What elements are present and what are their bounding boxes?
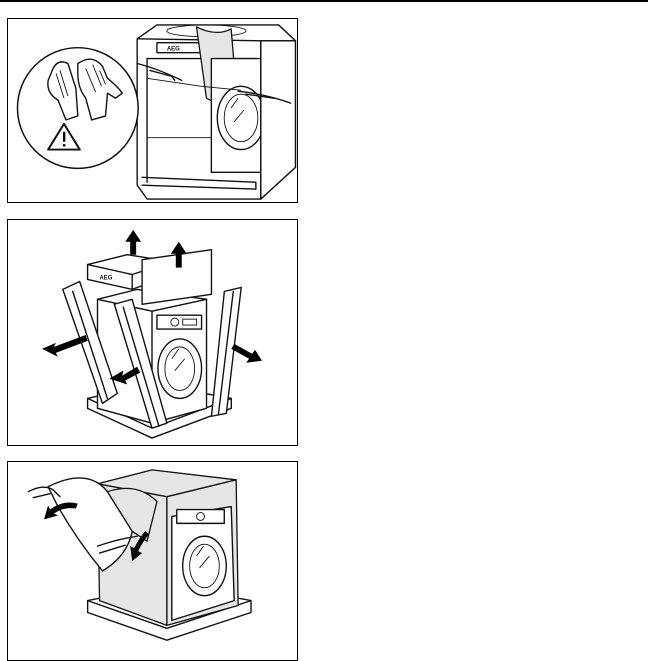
- plastic-cover: [48, 470, 238, 625]
- figure-remove-packaging: AEG: [7, 219, 298, 446]
- figure-2-illustration: AEG: [8, 220, 297, 445]
- figure-remove-cover-with-gloves: AEG: [7, 18, 298, 203]
- packed-machine: AEG: [137, 25, 295, 199]
- figure-3-illustration: [8, 462, 297, 660]
- top-foam-pieces: AEG: [88, 250, 212, 305]
- brand-label: AEG: [167, 47, 180, 53]
- foam-brand-label: AEG: [99, 275, 112, 281]
- page-top-rule: [0, 0, 648, 2]
- figure-1-illustration: AEG: [8, 19, 297, 202]
- figure-pull-off-cover: [7, 461, 298, 661]
